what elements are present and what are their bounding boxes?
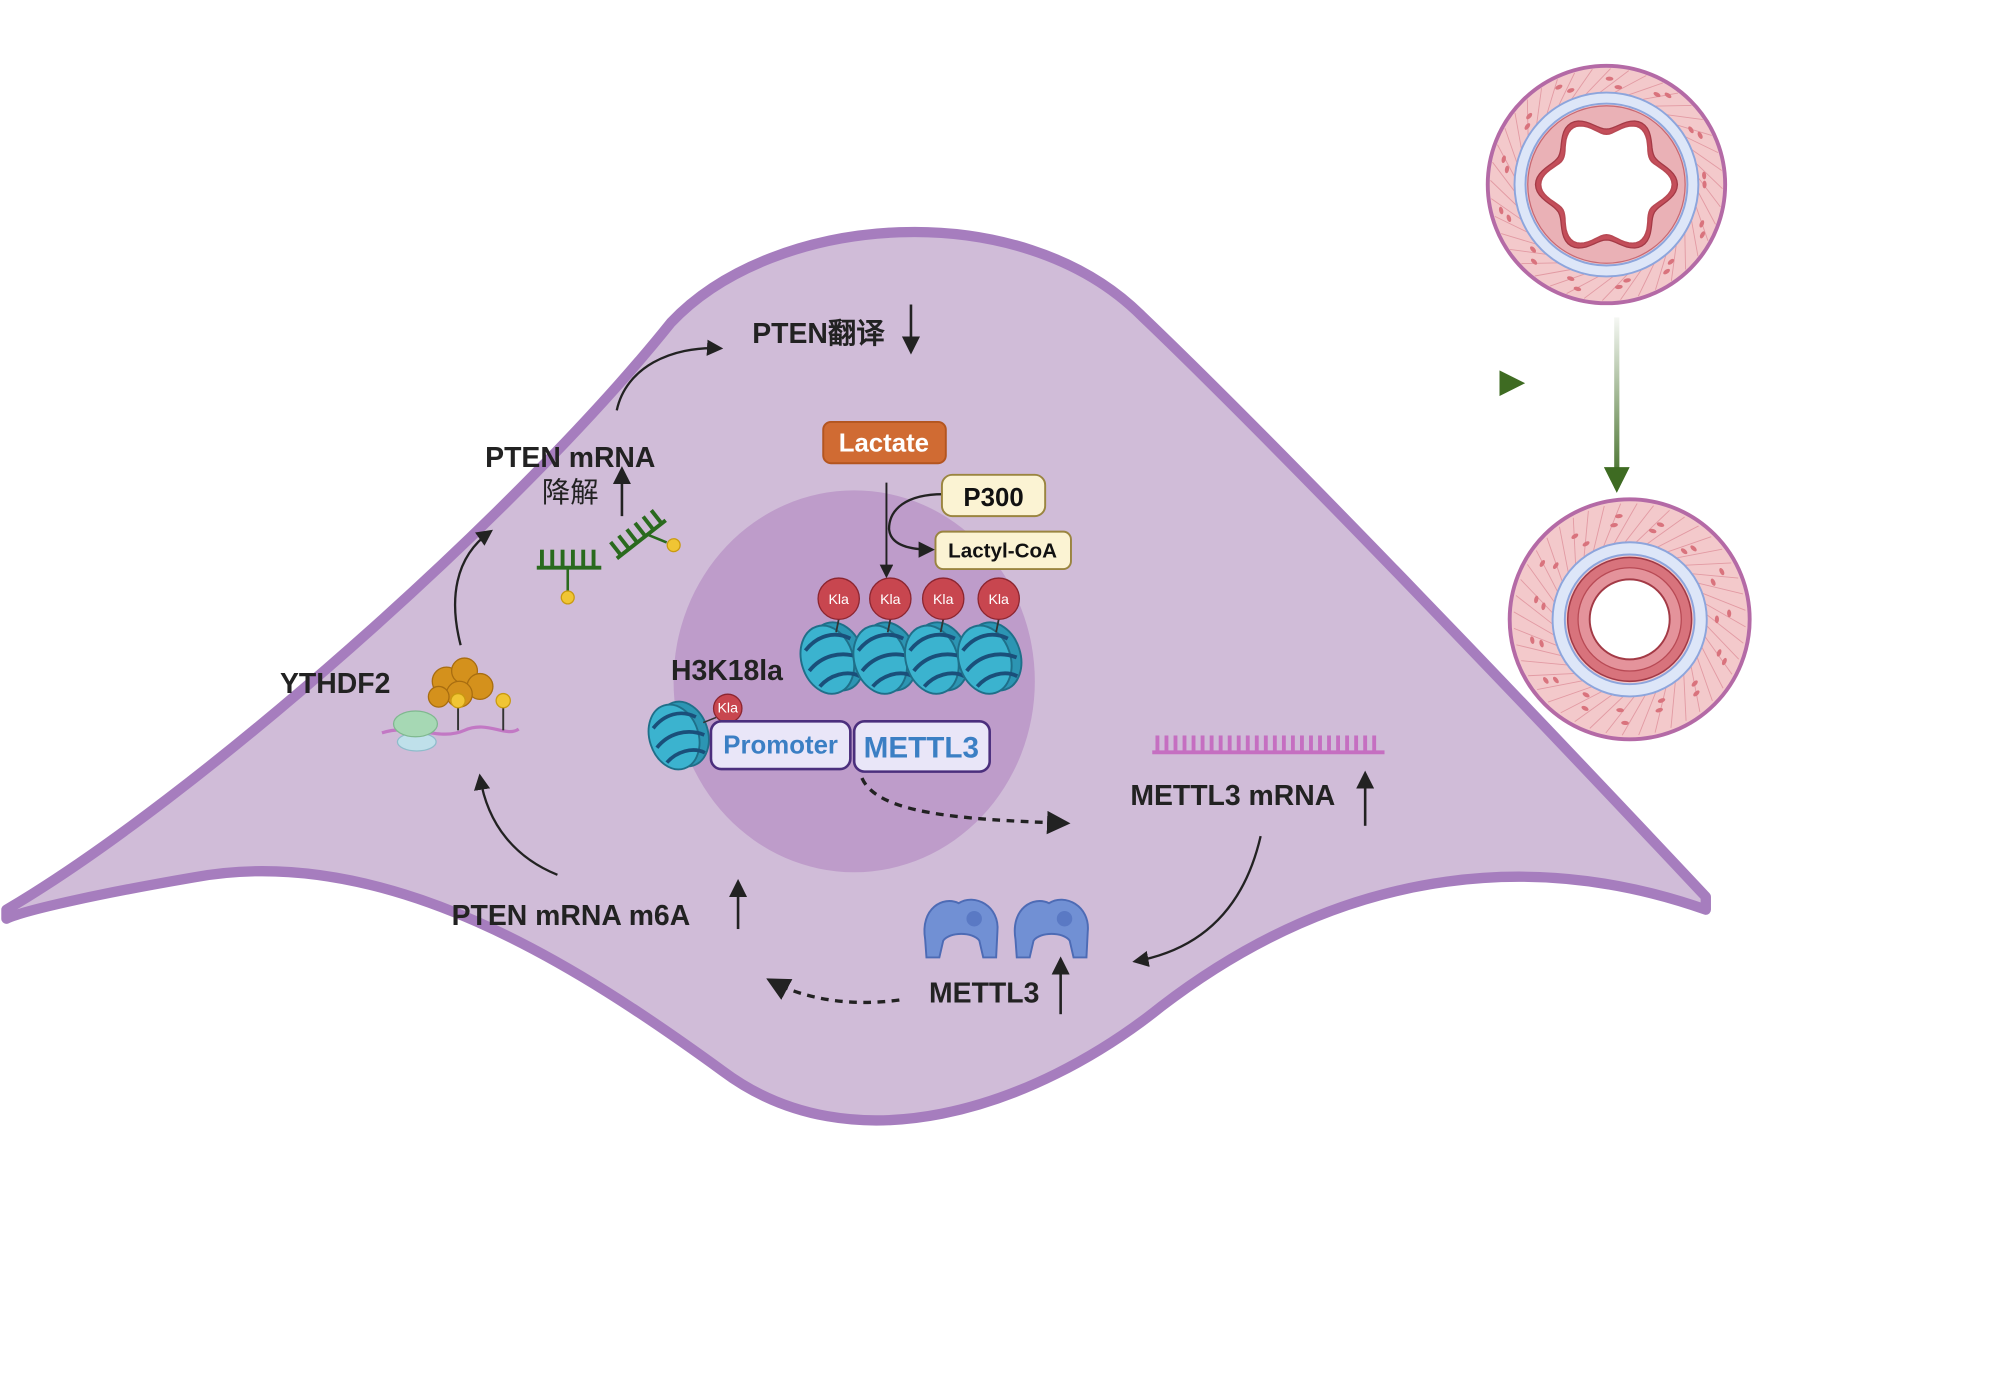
blood-vessel-cross-section-icon <box>1507 497 1752 742</box>
kla-mark: Kla <box>921 577 965 633</box>
pten-translation-label: PTEN翻译 <box>752 318 885 350</box>
nucleosome-icon <box>647 700 710 771</box>
mrna-comb-icon <box>1152 735 1385 755</box>
curved-arrow-icon <box>615 339 724 411</box>
curved-arrow-icon <box>1132 835 1262 967</box>
kla-mark: Kla <box>977 577 1020 633</box>
mettl3-protein-label: METTL3 <box>929 978 1039 1010</box>
pten-mrna-label: PTEN mRNA <box>485 442 655 474</box>
nucleosome-icon <box>647 700 710 771</box>
kla-mark: Kla <box>869 577 912 633</box>
nucleosome-icon <box>957 621 1023 695</box>
nucleosome-array: Kla Kla Kla Kla <box>799 577 1023 695</box>
kla-label: Kla <box>717 700 738 716</box>
dashed-arrow-icon <box>766 978 900 1005</box>
mettl3-gene-box: METTL3 <box>852 719 991 773</box>
kla-label: Kla <box>828 592 849 608</box>
mrna-comb-icon <box>609 509 681 560</box>
kla-label: Kla <box>988 592 1009 608</box>
lactyl-coa-box: Lactyl-CoA <box>934 530 1072 570</box>
kla-label: Kla <box>880 592 901 608</box>
kla-mark: Kla <box>702 693 743 724</box>
promoter-label: Promoter <box>723 732 838 760</box>
kla-label: Kla <box>933 592 954 608</box>
pten-mrna-m6a-label: PTEN mRNA m6A <box>452 900 691 932</box>
promoter-box: Promoter <box>709 720 852 771</box>
nucleosome-icon <box>799 621 865 695</box>
nucleosome-icon <box>904 621 970 695</box>
dashed-arrow-icon <box>860 777 1071 835</box>
ythdf2-protein-icon <box>381 657 520 752</box>
mettl3-mrna-label: METTL3 mRNA <box>1130 780 1335 812</box>
degradation-label: 降解 <box>542 477 599 509</box>
nucleosome-icon <box>852 621 918 695</box>
mettl3-protein-icon <box>1013 898 1089 959</box>
curved-arrow-icon <box>453 529 493 646</box>
lactate-label: Lactate <box>839 430 929 458</box>
curved-arrow-icon <box>887 493 944 558</box>
p300-label: P300 <box>963 484 1023 512</box>
curved-arrow-icon <box>474 773 558 876</box>
kla-mark: Kla <box>817 577 860 633</box>
blood-vessel-cross-section-icon <box>1485 63 1728 306</box>
mettl3-gene-label: METTL3 <box>864 731 979 764</box>
mettl3-protein-icon <box>923 898 999 959</box>
h3k18la-label: H3K18la <box>671 655 783 687</box>
mrna-comb-icon <box>536 549 602 605</box>
lactate-box: Lactate <box>822 420 947 465</box>
ythdf2-label: YTHDF2 <box>280 668 390 700</box>
p300-box: P300 <box>940 473 1047 518</box>
lactyl-coa-label: Lactyl-CoA <box>948 539 1057 562</box>
